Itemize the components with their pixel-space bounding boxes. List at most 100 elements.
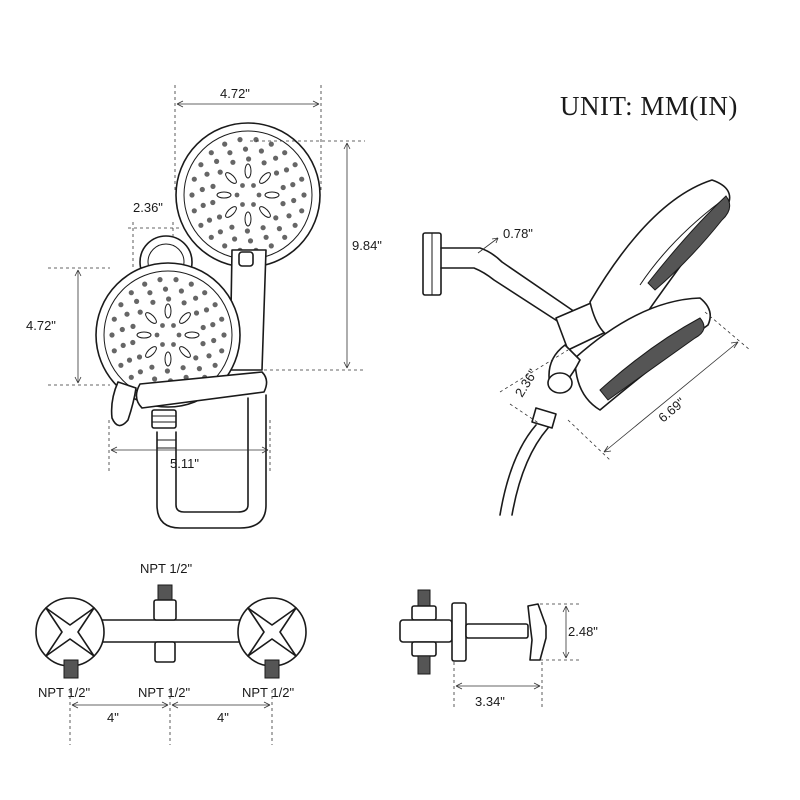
- spray-slot: [179, 346, 191, 358]
- nozzle: [253, 137, 259, 143]
- nozzle: [166, 296, 172, 302]
- side-lower-head: [574, 297, 711, 411]
- right-inlet-threads: [264, 659, 280, 679]
- side-knob: [547, 372, 573, 394]
- side-hose: [499, 424, 537, 516]
- nozzle: [198, 162, 204, 168]
- nozzle: [164, 368, 170, 374]
- nozzle: [268, 141, 274, 147]
- nozzle: [142, 281, 148, 287]
- valve-body: [95, 619, 255, 643]
- nozzle: [176, 332, 182, 338]
- lower-shower-head: [95, 262, 241, 408]
- spray-slot: [164, 303, 172, 319]
- spray-slot: [259, 172, 271, 184]
- nozzle: [237, 137, 243, 143]
- nozzle: [196, 366, 202, 372]
- nozzle: [208, 150, 214, 156]
- top-inlet-label: NPT 1/2": [140, 561, 192, 576]
- spray-slot: [145, 346, 157, 358]
- nozzle: [222, 243, 228, 249]
- diverter-lever: [110, 381, 137, 427]
- nozzle: [193, 355, 199, 361]
- spray-slot: [244, 211, 252, 227]
- nozzle: [162, 286, 169, 292]
- right-spacing-label: 4": [217, 710, 229, 725]
- bracket-width-label: 5.11": [170, 456, 199, 471]
- nozzle: [251, 183, 256, 188]
- nozzle: [256, 192, 262, 198]
- top-head-width-label: 4.72": [220, 86, 250, 101]
- nozzle: [247, 238, 254, 244]
- nozzle: [273, 170, 280, 176]
- nozzle: [229, 224, 235, 230]
- nozzle: [119, 326, 125, 333]
- nozzle: [301, 192, 307, 198]
- center-inlet-label: NPT 1/2": [138, 685, 190, 700]
- nozzle: [111, 348, 117, 354]
- nozzle: [219, 316, 225, 322]
- nozzle: [157, 277, 163, 283]
- left-inlet-threads: [63, 659, 79, 679]
- spray-slot: [136, 331, 152, 339]
- valve-side-handle: [527, 603, 547, 661]
- front-view: 4.72" 9.84" 2.36" 4.72" 5.11": [26, 85, 382, 529]
- nozzle: [134, 298, 140, 304]
- nozzle: [299, 208, 305, 214]
- nozzle: [128, 374, 134, 380]
- nozzle: [244, 228, 250, 234]
- nozzle: [200, 202, 206, 208]
- nozzle: [258, 148, 264, 154]
- nozzle: [199, 186, 205, 193]
- spray-slot: [264, 191, 280, 199]
- nozzle: [212, 362, 218, 368]
- nozzle: [276, 226, 282, 232]
- nozzle: [193, 310, 200, 316]
- head-length-label: 6.69": [655, 394, 688, 425]
- nozzle: [188, 281, 194, 287]
- right-inlet-label: NPT 1/2": [242, 685, 294, 700]
- nozzle: [291, 197, 297, 204]
- nozzle: [206, 353, 212, 359]
- nozzle: [246, 156, 252, 162]
- nozzle: [171, 323, 176, 328]
- nozzle: [282, 150, 288, 156]
- nozzle: [242, 146, 249, 152]
- nozzle: [109, 332, 115, 338]
- nozzle: [221, 332, 227, 338]
- handle-offset-label: 2.36": [512, 366, 541, 400]
- nozzle: [217, 169, 223, 175]
- valve-side-bottom-threads: [417, 655, 431, 675]
- nozzle: [292, 162, 298, 168]
- overall-height-label: 9.84": [352, 238, 382, 253]
- side-view: 0.78" 2.36" 6.69": [422, 179, 751, 516]
- nozzle: [160, 342, 165, 347]
- nozzle: [149, 364, 155, 370]
- valve-front-view: NPT 1/2" NPT 1/2" NPT 1/2" NPT 1/2" 4" 4…: [35, 561, 307, 745]
- nozzle: [260, 225, 266, 231]
- nozzle: [171, 342, 176, 347]
- nozzle: [152, 376, 158, 382]
- nozzle: [154, 332, 160, 338]
- nozzle: [111, 316, 117, 322]
- nozzle: [130, 323, 136, 329]
- nozzle: [286, 213, 292, 219]
- nozzle: [160, 323, 165, 328]
- nozzle: [137, 309, 143, 315]
- hose-loop: [156, 394, 267, 529]
- nozzle: [211, 337, 217, 344]
- spray-slot: [164, 351, 172, 367]
- nozzle: [150, 299, 156, 305]
- nozzle: [217, 229, 223, 235]
- nozzle: [124, 311, 130, 317]
- nozzle: [212, 302, 218, 308]
- spray-slot: [179, 312, 191, 324]
- nozzle: [240, 202, 245, 207]
- spray-slot: [244, 163, 252, 179]
- nozzle: [202, 290, 208, 296]
- left-inlet-label: NPT 1/2": [38, 685, 90, 700]
- nozzle: [240, 183, 245, 188]
- nozzle: [268, 243, 274, 249]
- nozzle: [118, 362, 124, 368]
- nozzle: [219, 348, 225, 354]
